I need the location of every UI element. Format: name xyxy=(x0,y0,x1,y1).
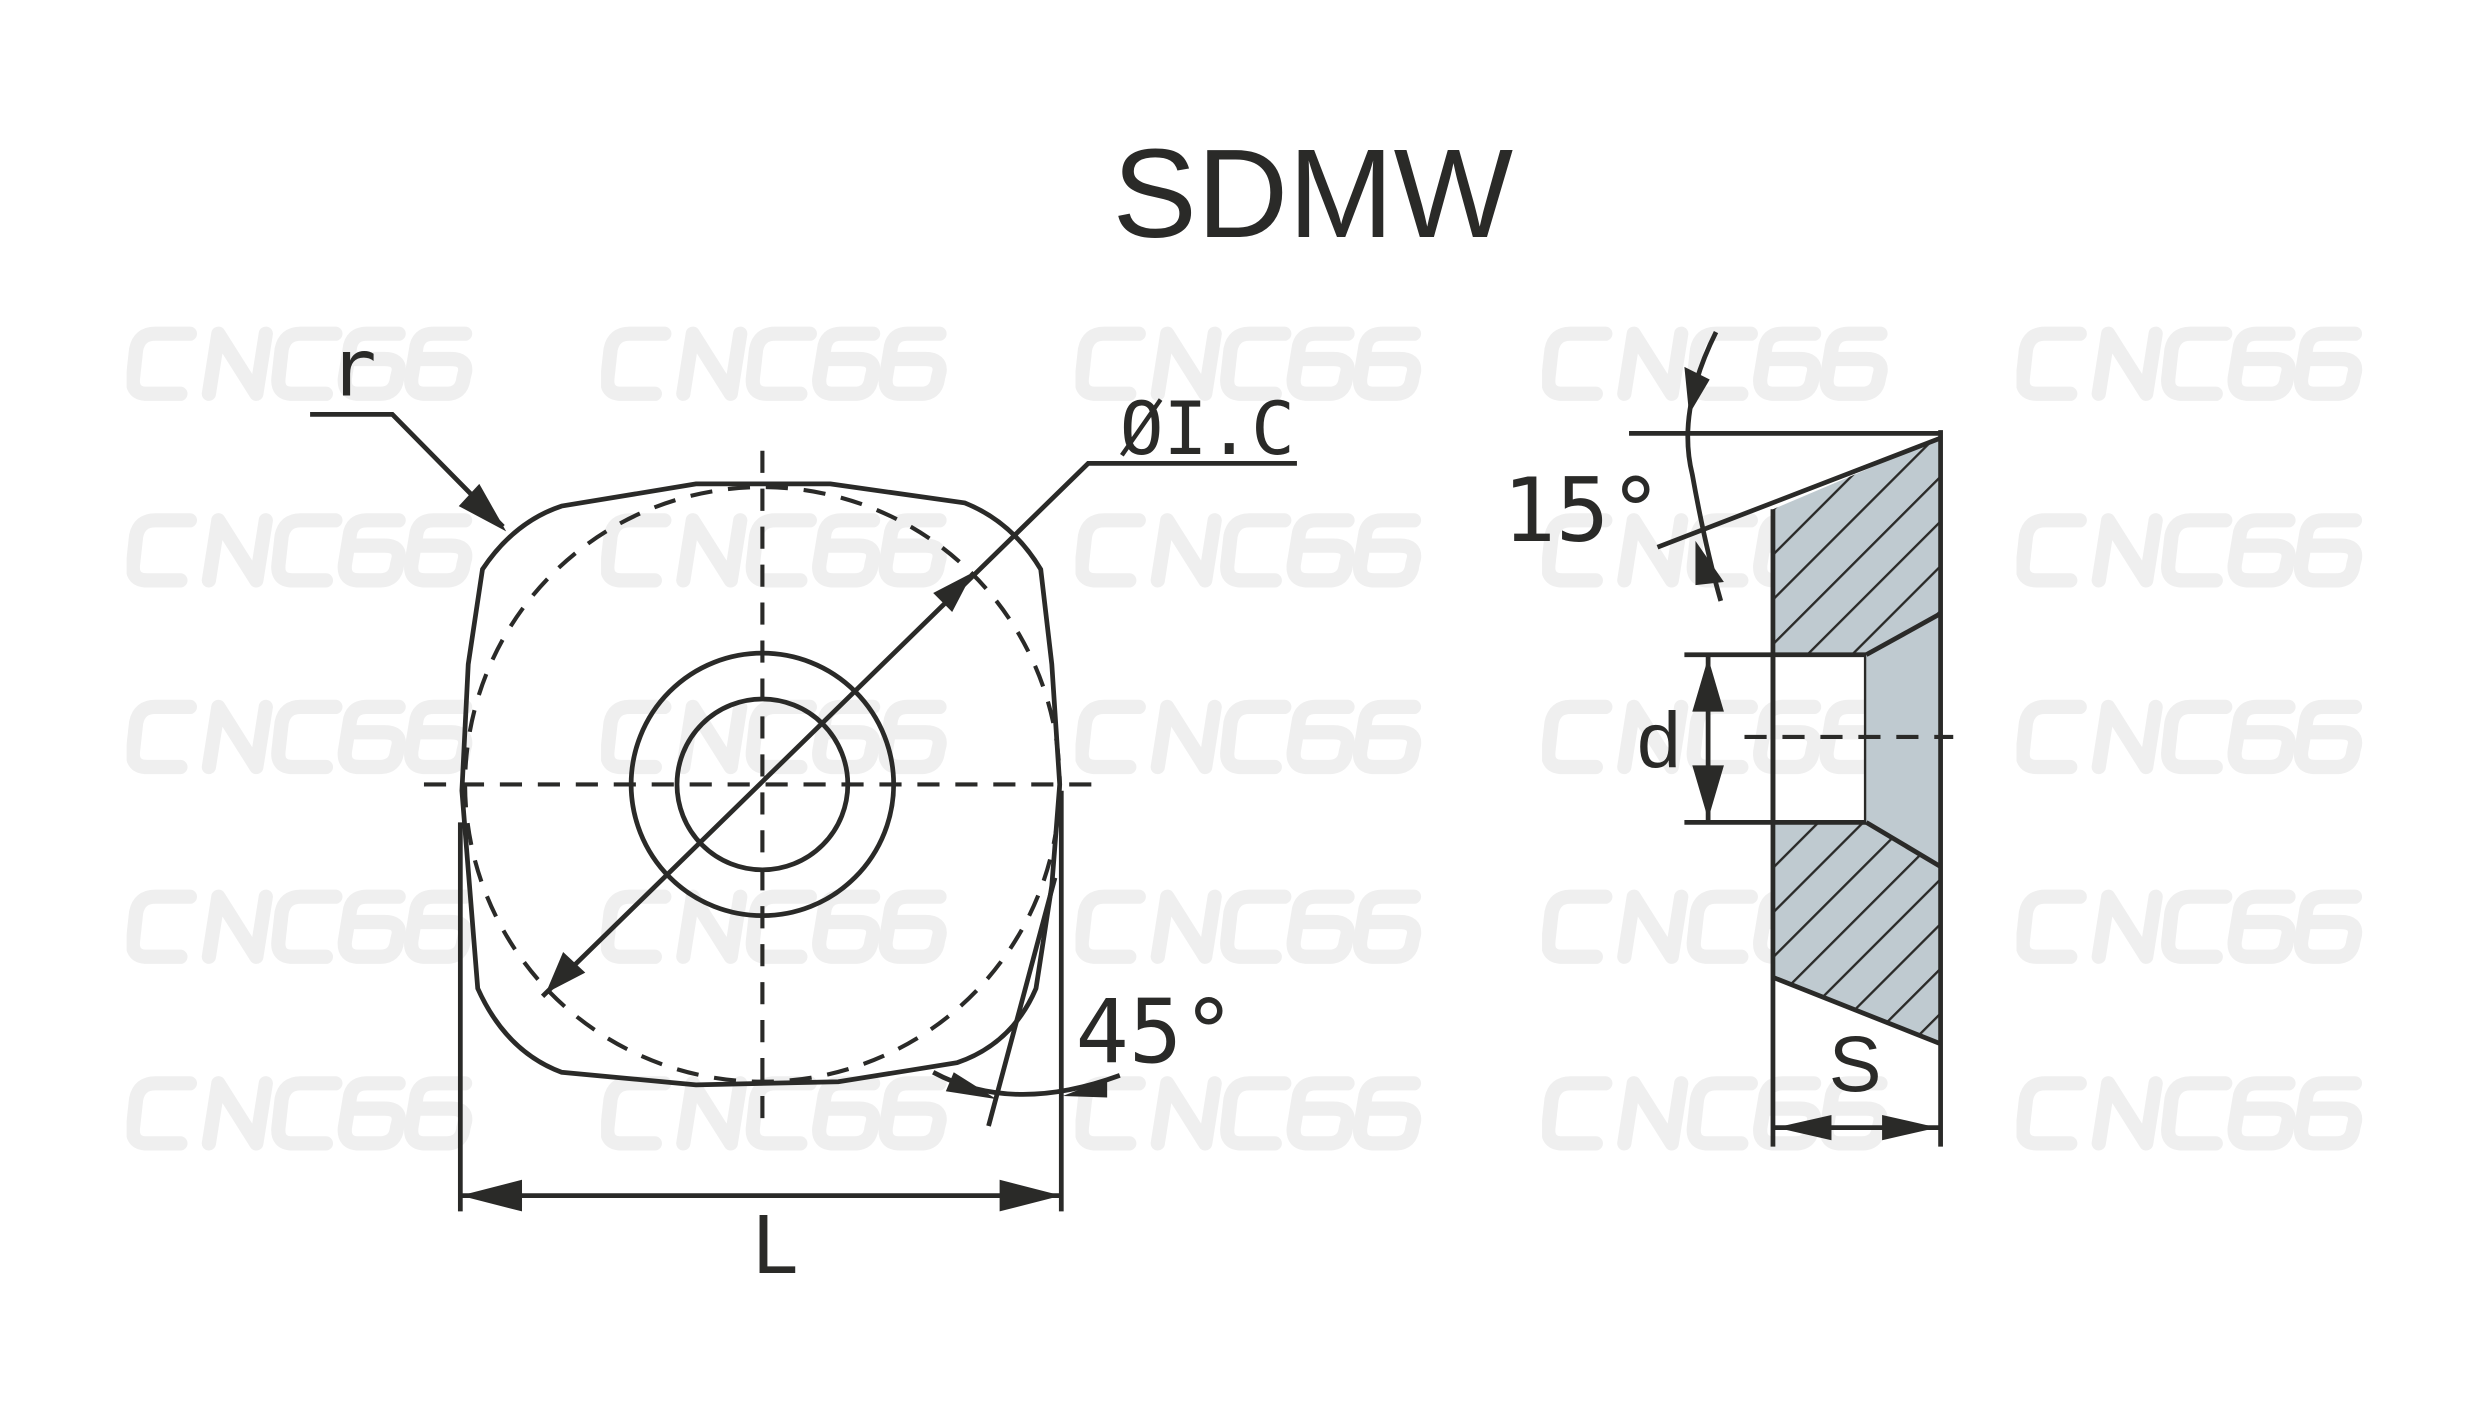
diameter-line xyxy=(540,460,1297,999)
arrow-icon xyxy=(1692,657,1724,712)
watermark-logo xyxy=(2023,334,2355,394)
watermark-logo xyxy=(133,334,465,394)
watermark-logo xyxy=(2023,520,2355,580)
arrow-icon xyxy=(1882,1114,1938,1141)
watermark-logo xyxy=(1082,1083,1414,1143)
watermark-logo xyxy=(2023,707,2355,767)
inscribed-circle xyxy=(463,485,1062,1084)
label-hole-diameter: d xyxy=(1637,695,1681,784)
arrow-icon xyxy=(945,1072,997,1100)
arrow-icon xyxy=(933,572,973,613)
watermark-logo xyxy=(1082,334,1414,394)
watermark-logo xyxy=(2023,1083,2355,1143)
watermark-logo xyxy=(2023,897,2355,957)
watermark-logo xyxy=(607,520,939,580)
watermark-logo xyxy=(133,1083,465,1143)
front-view: ØI.C r L 45° xyxy=(310,322,1297,1292)
arrow-icon xyxy=(1684,366,1710,415)
label-thickness: S xyxy=(1829,1019,1882,1108)
watermark-logo xyxy=(133,707,465,767)
label-length: L xyxy=(751,1200,799,1292)
relief-line-bottom xyxy=(1772,975,1942,1046)
label-inscribed-circle: ØI.C xyxy=(1120,387,1295,472)
arrow-icon xyxy=(999,1179,1062,1212)
watermark-logo xyxy=(1082,897,1414,957)
arrow-icon xyxy=(1776,1114,1832,1141)
insert-outline xyxy=(459,481,1063,1088)
hatched-section-bottom xyxy=(1772,822,1941,1044)
hatched-section-top xyxy=(1772,438,1941,655)
watermark-logo xyxy=(607,334,939,394)
radius-leader xyxy=(310,411,505,529)
arrow-icon xyxy=(1062,1078,1108,1098)
chamfer-section xyxy=(1866,613,1941,867)
side-view: 15° d S xyxy=(1503,331,1954,1147)
label-side-angle: 15° xyxy=(1503,459,1663,562)
arrow-icon xyxy=(458,483,507,532)
label-clearance-angle: 45° xyxy=(1076,981,1236,1084)
watermark-logo xyxy=(1082,707,1414,767)
chamfer-line xyxy=(1865,820,1942,869)
arrow-icon xyxy=(1695,540,1724,586)
arrow-icon xyxy=(1692,765,1724,820)
watermark-logo xyxy=(133,520,465,580)
arrow-icon xyxy=(545,952,586,994)
watermark-logo xyxy=(1082,520,1414,580)
title: SDMW xyxy=(1112,122,1513,264)
watermark-logo xyxy=(607,1083,939,1143)
clearance-line xyxy=(986,877,1058,1127)
watermark-logo xyxy=(1548,334,1880,394)
chamfer-line xyxy=(1865,611,1942,657)
arrow-icon xyxy=(460,1179,523,1212)
watermark-logo xyxy=(607,897,939,957)
watermark-logo xyxy=(133,897,465,957)
label-radius: r xyxy=(329,322,377,414)
